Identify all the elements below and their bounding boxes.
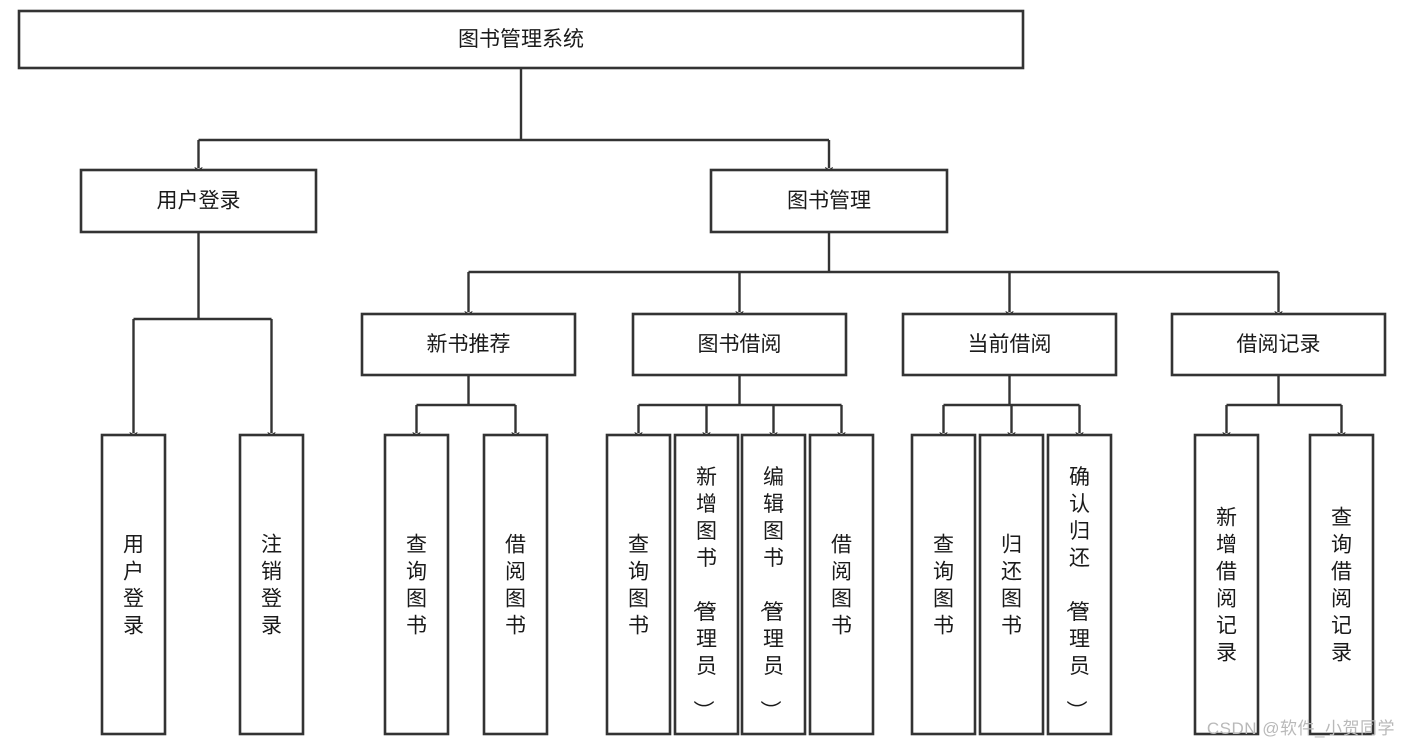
node-box-leaf-user-login[interactable] (100, 433, 167, 736)
connector-group-current-borrow (939, 375, 1084, 442)
node-leaf-edit-book[interactable]: 编辑图书（管理员） (740, 433, 807, 736)
node-leaf-query-book-1[interactable]: 查询图书 (383, 433, 450, 736)
node-leaf-user-login[interactable]: 用户登录 (100, 433, 167, 736)
node-label-leaf-query-book-1: 查询图书 (406, 534, 427, 638)
node-box-leaf-borrow-book-2[interactable] (808, 433, 875, 736)
connector-group-user-login (129, 232, 276, 442)
node-label-book-manage: 图书管理 (787, 190, 871, 213)
node-box-leaf-query-book-3[interactable] (910, 433, 977, 736)
node-label-leaf-borrow-book-1: 借阅图书 (505, 534, 526, 638)
node-label-leaf-edit-book: 编辑图书（管理员） (758, 466, 784, 721)
node-book-borrow[interactable]: 图书借阅 (631, 312, 848, 377)
node-leaf-query-book-3[interactable]: 查询图书 (910, 433, 977, 736)
connector-group-book-borrow (634, 375, 846, 442)
node-leaf-query-record[interactable]: 查询借阅记录 (1308, 433, 1375, 736)
node-box-user-login[interactable] (79, 168, 318, 234)
node-label-leaf-add-record: 新增借阅记录 (1216, 507, 1237, 665)
node-box-borrow-record[interactable] (1170, 312, 1387, 377)
node-leaf-return-book[interactable]: 归还图书 (978, 433, 1045, 736)
connector-group-root (194, 68, 834, 177)
node-label-borrow-record: 借阅记录 (1237, 333, 1321, 356)
node-box-leaf-logout[interactable] (238, 433, 305, 736)
node-label-leaf-return-book: 归还图书 (1001, 534, 1022, 638)
node-root[interactable]: 图书管理系统 (17, 9, 1025, 70)
watermark-label: CSDN @软件_小贺同学 (1206, 719, 1395, 738)
node-leaf-logout[interactable]: 注销登录 (238, 433, 305, 736)
node-leaf-query-book-2[interactable]: 查询图书 (605, 433, 672, 736)
node-box-leaf-edit-book[interactable] (740, 433, 807, 736)
node-label-leaf-add-book: 新增图书（管理员） (691, 466, 717, 721)
node-box-leaf-confirm-return[interactable] (1046, 433, 1113, 736)
node-label-user-login: 用户登录 (157, 190, 241, 213)
node-label-leaf-user-login: 用户登录 (123, 534, 144, 638)
node-label-leaf-logout: 注销登录 (261, 534, 282, 638)
node-user-login[interactable]: 用户登录 (79, 168, 318, 234)
node-label-leaf-borrow-book-2: 借阅图书 (831, 534, 852, 638)
node-label-leaf-query-book-2: 查询图书 (628, 534, 649, 638)
node-leaf-add-record[interactable]: 新增借阅记录 (1193, 433, 1260, 736)
node-box-leaf-add-record[interactable] (1193, 433, 1260, 736)
node-label-leaf-query-record: 查询借阅记录 (1331, 507, 1352, 665)
node-new-book-rec[interactable]: 新书推荐 (360, 312, 577, 377)
node-box-current-borrow[interactable] (901, 312, 1118, 377)
connector-group-book-manage (464, 232, 1283, 321)
node-label-leaf-query-book-3: 查询图书 (933, 534, 954, 638)
node-box-leaf-query-record[interactable] (1308, 433, 1375, 736)
node-label-leaf-confirm-return: 确认归还（管理员） (1064, 466, 1090, 721)
node-label-current-borrow: 当前借阅 (968, 333, 1052, 356)
node-label-new-book-rec: 新书推荐 (427, 333, 511, 356)
node-leaf-confirm-return[interactable]: 确认归还（管理员） (1046, 433, 1113, 736)
node-box-leaf-add-book[interactable] (673, 433, 740, 736)
node-box-book-borrow[interactable] (631, 312, 848, 377)
node-box-book-manage[interactable] (709, 168, 949, 234)
node-current-borrow[interactable]: 当前借阅 (901, 312, 1118, 377)
connector-group-new-book-rec (412, 375, 520, 442)
connectors-layer (129, 68, 1346, 442)
node-box-root[interactable] (17, 9, 1025, 70)
node-label-book-borrow: 图书借阅 (698, 333, 782, 356)
node-book-manage[interactable]: 图书管理 (709, 168, 949, 234)
node-box-leaf-return-book[interactable] (978, 433, 1045, 736)
node-label-root: 图书管理系统 (458, 28, 584, 51)
node-box-leaf-query-book-2[interactable] (605, 433, 672, 736)
nodes-layer: 图书管理系统用户登录图书管理新书推荐图书借阅当前借阅借阅记录用户登录注销登录查询… (17, 9, 1387, 736)
node-leaf-add-book[interactable]: 新增图书（管理员） (673, 433, 740, 736)
node-box-leaf-borrow-book-1[interactable] (482, 433, 549, 736)
node-box-new-book-rec[interactable] (360, 312, 577, 377)
node-box-leaf-query-book-1[interactable] (383, 433, 450, 736)
node-borrow-record[interactable]: 借阅记录 (1170, 312, 1387, 377)
node-leaf-borrow-book-2[interactable]: 借阅图书 (808, 433, 875, 736)
connector-group-borrow-record (1222, 375, 1346, 442)
node-leaf-borrow-book-1[interactable]: 借阅图书 (482, 433, 549, 736)
